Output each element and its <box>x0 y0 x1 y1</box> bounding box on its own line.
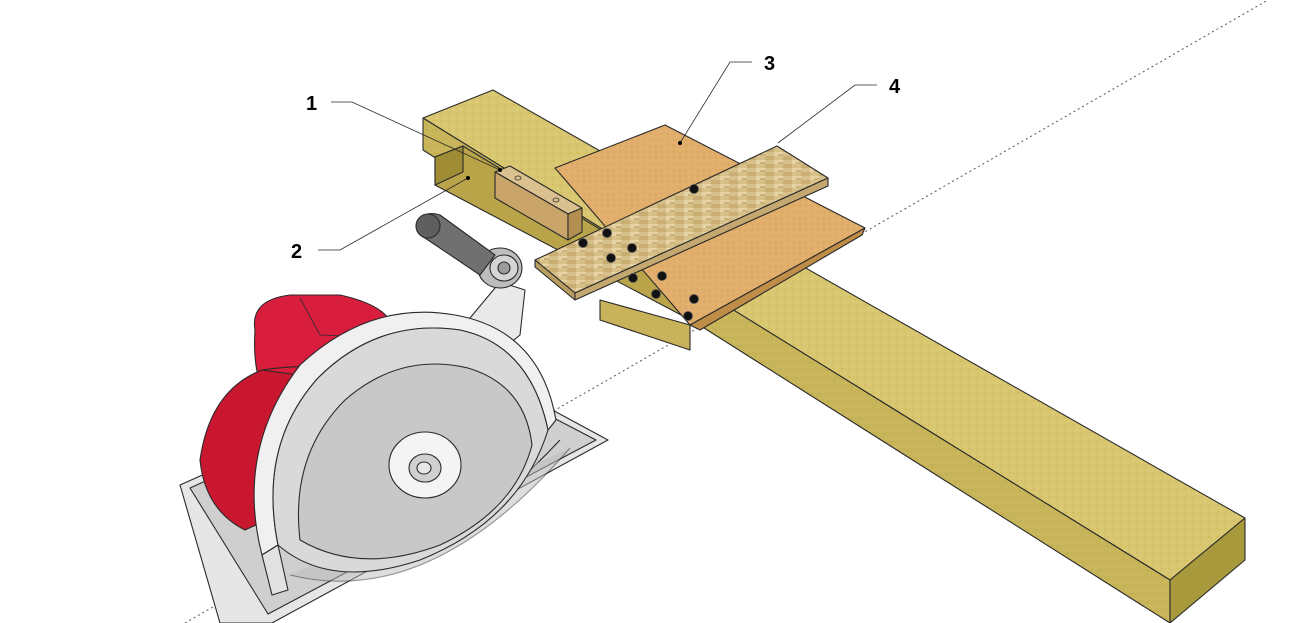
screw-icon <box>606 253 616 263</box>
cut-guide-line <box>184 0 1269 623</box>
lumber-board <box>422 89 1246 623</box>
callout-label-1: 1 <box>306 93 317 115</box>
callout-label-2: 2 <box>291 241 302 263</box>
callout-label-4: 4 <box>889 76 901 98</box>
screw-icon <box>683 311 693 321</box>
screw-icon <box>578 238 588 248</box>
callout-4: 4 <box>777 76 901 144</box>
base-plate-edge <box>689 227 866 331</box>
circular-saw <box>179 213 609 623</box>
screw-icon <box>627 243 637 253</box>
callout-2: 2 <box>291 177 469 263</box>
saw-arbor <box>388 431 462 499</box>
screws <box>578 184 699 321</box>
screw-icon <box>602 228 612 238</box>
screw-icon <box>689 184 699 194</box>
stop-block-part-1 <box>494 165 583 241</box>
screw-icon <box>651 289 661 299</box>
screw-icon <box>689 294 699 304</box>
screw-icon <box>657 271 667 281</box>
callout-1: 1 <box>306 93 501 171</box>
callout-label-3: 3 <box>764 53 775 75</box>
lumber-end-face <box>1169 517 1246 623</box>
screw-icon <box>628 273 638 283</box>
callout-3: 3 <box>679 53 775 144</box>
lumber-top-face <box>422 89 1246 581</box>
